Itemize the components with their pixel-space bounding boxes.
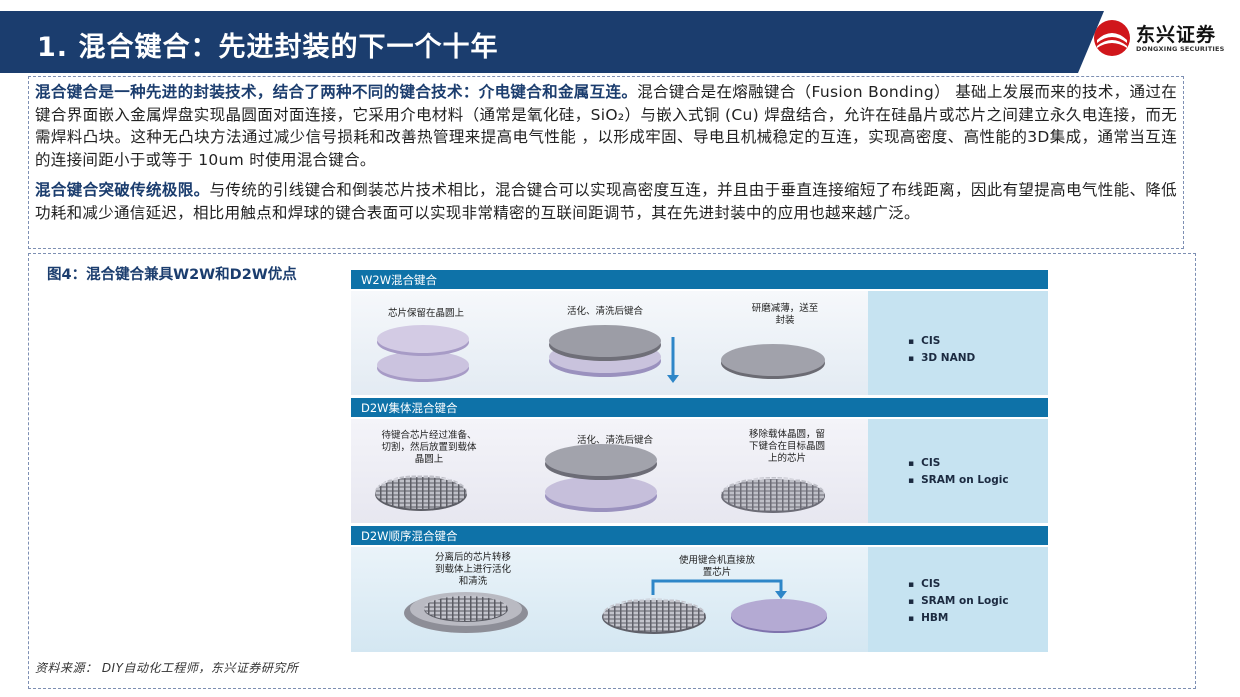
intro-paragraph-2-lead: 混合键合突破传统极限。	[35, 181, 210, 199]
logo-text-cn: 东兴证券	[1136, 24, 1217, 46]
w2w-illustration	[377, 325, 825, 383]
panel-d2w-sequential-steps: 分离后的芯片转移到载体上进行活化和清洗 使用键合机直接放置芯片	[351, 547, 868, 652]
d2w-sequential-apps-list: CIS SRAM on Logic HBM	[908, 576, 1009, 627]
d2w-seq-target-wafer-face	[731, 599, 827, 631]
intro-text-box: 混合键合是一种先进的封装技术，结合了两种不同的键合技术：介电键合和金属互连。混合…	[28, 76, 1184, 249]
hybrid-bonding-figure: W2W混合键合 芯片保留在晶圆上 活化	[351, 270, 1048, 652]
d2w-collective-upper-face	[545, 444, 657, 476]
section-title-d2w-collective: D2W集体混合键合	[361, 401, 458, 415]
section-header-d2w-sequential: D2W顺序混合键合	[351, 526, 1048, 545]
w2w-step-1-label: 芯片保留在晶圆上	[387, 308, 464, 319]
d2w-sequential-step-1-label: 分离后的芯片转移到载体上进行活化和清洗	[434, 552, 511, 587]
figure-caption: 图4：混合键合兼具W2W和D2W优点	[47, 267, 297, 283]
page-header: 1. 混合键合：先进封装的下一个十年 东兴证券 DONGXING SECURIT…	[0, 0, 1240, 74]
intro-paragraph-1-lead: 混合键合是一种先进的封装技术，结合了两种不同的键合技术：介电键合和金属互连。	[35, 83, 638, 101]
d2w-collective-app-item: CIS	[908, 455, 1009, 472]
panel-d2w-collective-steps: 待键合芯片经过准备、切割，然后放置到载体晶圆上 活化、清洗后键合 移除载体晶圆，…	[351, 419, 868, 523]
d2w-seq-source-dies	[602, 598, 706, 632]
page-title: 1. 混合键合：先进封装的下一个十年	[37, 32, 499, 63]
panel-w2w-apps: CIS 3D NAND	[868, 291, 1048, 395]
section-title-w2w: W2W混合键合	[361, 273, 438, 287]
dongxing-logo-icon	[1094, 20, 1130, 56]
figure-source: 资料来源： DIY自动化工程师，东兴证券研究所	[35, 661, 299, 675]
w2w-step-2-label: 活化、清洗后键合	[566, 306, 643, 317]
d2w-collective-app-item: SRAM on Logic	[908, 472, 1008, 489]
d2w-sequential-illustration	[404, 579, 827, 634]
w2w-app-item: 3D NAND	[908, 350, 975, 367]
d2w-collective-step-3-label: 移除载体晶圆，留下键合在目标晶圆上的芯片	[748, 429, 825, 464]
w2w-wafer-top-face	[377, 325, 469, 353]
title-bar: 1. 混合键合：先进封装的下一个十年	[0, 11, 1104, 73]
section-title-d2w-sequential: D2W顺序混合键合	[361, 529, 458, 543]
d2w-seq-transfer-arrow-head	[775, 591, 787, 599]
d2w-collective-step-1-label: 待键合芯片经过准备、切割，然后放置到载体晶圆上	[381, 430, 477, 465]
figure-box: 图4：混合键合兼具W2W和D2W优点 资料来源： DIY自动化工程师，东兴证券研…	[28, 253, 1196, 689]
panel-d2w-sequential: 分离后的芯片转移到载体上进行活化和清洗 使用键合机直接放置芯片 CIS SRAM…	[351, 547, 1048, 652]
w2w-wafer-bottom-top	[377, 351, 469, 379]
panel-d2w-sequential-apps: CIS SRAM on Logic HBM	[868, 547, 1048, 652]
w2w-thinned-wafer-face	[721, 344, 825, 376]
d2w-target-dies	[721, 477, 825, 511]
d2w-sequential-app-item: HBM	[908, 610, 1009, 627]
d2w-collective-apps-list: CIS SRAM on Logic	[908, 455, 1009, 489]
panel-d2w-collective: 待键合芯片经过准备、切割，然后放置到载体晶圆上 活化、清洗后键合 移除载体晶圆，…	[351, 419, 1048, 523]
d2w-sequential-app-item: CIS	[908, 576, 1009, 593]
logo-text-en: DONGXING SECURITIES	[1136, 45, 1225, 53]
w2w-step-3-label: 研磨减薄，送至封装	[751, 303, 819, 326]
panel-w2w: 芯片保留在晶圆上 活化、清洗后键合 研磨减薄，送至封装 CIS 3D NAND	[351, 291, 1048, 395]
d2w-sequential-app-item: SRAM on Logic	[908, 593, 1008, 610]
w2w-apps-list: CIS 3D NAND	[908, 333, 975, 367]
w2w-down-arrow-head	[667, 375, 679, 383]
intro-paragraph-1: 混合键合是一种先进的封装技术，结合了两种不同的键合技术：介电键合和金属互连。混合…	[35, 81, 1177, 171]
d2w-sequential-step-2-label: 使用键合机直接放置芯片	[679, 555, 756, 578]
d2w-seq-dies	[424, 595, 508, 621]
intro-paragraph-2-body: 与传统的引线键合和倒装芯片技术相比，混合键合可以实现高密度互连，并且由于垂直连接…	[35, 181, 1177, 222]
d2w-collective-step-2-label: 活化、清洗后键合	[576, 435, 653, 446]
section-header-w2w: W2W混合键合	[351, 270, 1048, 289]
d2w-collective-lower-face	[545, 476, 657, 508]
d2w-collective-illustration	[375, 444, 825, 513]
company-logo: 东兴证券 DONGXING SECURITIES	[1092, 16, 1232, 60]
w2w-app-item: CIS	[908, 333, 975, 350]
d2w-seq-transfer-arrow	[651, 579, 783, 595]
intro-paragraph-1-body: 混合键合是在熔融键合（Fusion Bonding） 基础上发展而来的技术，通过…	[35, 83, 1178, 169]
panel-w2w-steps: 芯片保留在晶圆上 活化、清洗后键合 研磨减薄，送至封装	[351, 291, 868, 395]
section-header-d2w-collective: D2W集体混合键合	[351, 398, 1048, 417]
d2w-carrier-dies	[375, 475, 467, 509]
intro-paragraph-2: 混合键合突破传统极限。与传统的引线键合和倒装芯片技术相比，混合键合可以实现高密度…	[35, 179, 1177, 224]
w2w-bonded-upper-face	[549, 325, 661, 357]
panel-d2w-collective-apps: CIS SRAM on Logic	[868, 419, 1048, 523]
